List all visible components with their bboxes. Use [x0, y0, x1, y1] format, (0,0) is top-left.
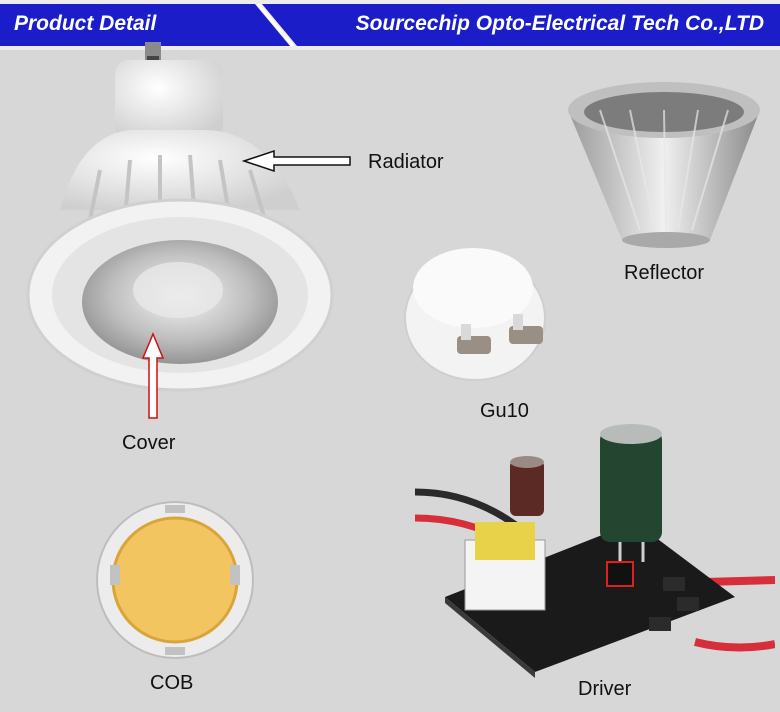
product-detail-title: Product Detail	[14, 12, 157, 35]
cover-label: Cover	[122, 432, 176, 454]
header-banner: Product Detail Sourcechip Opto-Electrica…	[0, 0, 780, 50]
cob-chip-image	[96, 501, 254, 659]
reflector-label: Reflector	[624, 262, 705, 284]
header-background	[0, 3, 780, 47]
driver-board-image	[415, 424, 775, 678]
cover-arrow	[141, 332, 165, 419]
gu10-label: Gu10	[480, 400, 529, 422]
gu10-base-image	[404, 248, 546, 381]
cob-label: COB	[150, 672, 194, 694]
driver-label: Driver	[578, 678, 632, 700]
led-bulb-image	[26, 42, 334, 392]
radiator-label: Radiator	[368, 151, 444, 173]
radiator-arrow	[241, 149, 351, 173]
reflector-image	[568, 82, 760, 248]
company-name: Sourcechip Opto-Electrical Tech Co.,LTD	[355, 12, 764, 35]
